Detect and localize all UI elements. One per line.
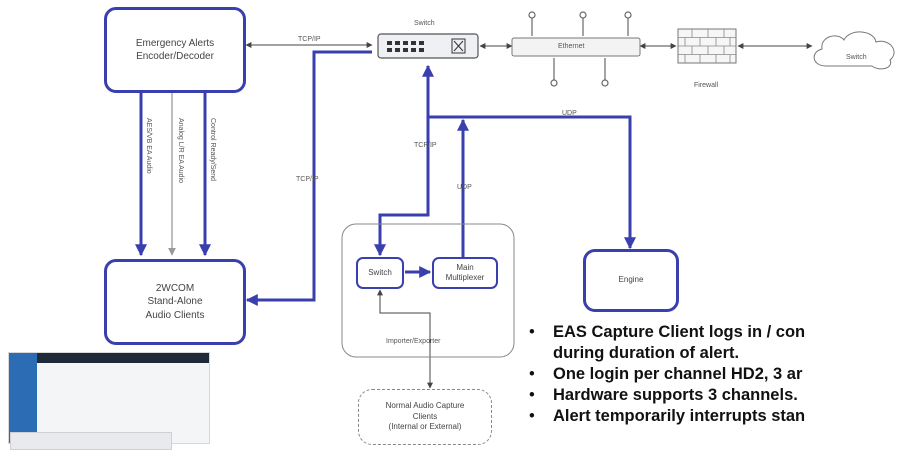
eas-encoder-box: Emergency Alerts Encoder/Decoder <box>104 7 246 93</box>
engine-box: Engine <box>583 249 679 312</box>
tcpip-left-label: TCP/IP <box>296 176 319 183</box>
bullet-dot: • <box>529 386 535 404</box>
wcom-clients-box: 2WCOM Stand-Alone Audio Clients <box>104 259 246 345</box>
edge-switch-to-normal-audio <box>377 289 433 389</box>
udp-right-label: UDP <box>562 110 577 117</box>
screenshot-thumbnail-2 <box>10 432 172 450</box>
udp-center-label: UDP <box>457 184 472 191</box>
analog-audio-label: Analog L/R EA Audio <box>177 118 184 183</box>
importer-exporter-region <box>341 223 515 358</box>
bullet-item: •Alert temporarily interrupts stan <box>529 407 806 425</box>
normal-audio-label: Normal Audio Capture Clients (Internal o… <box>385 401 465 432</box>
control-ready-label: Control Ready/Send <box>209 118 216 182</box>
bullet-item: •Hardware supports 3 channels. <box>529 386 798 404</box>
ethernet-bus <box>511 37 641 57</box>
edge-tcpip-to-wcom <box>245 50 372 306</box>
cloud-icon <box>813 31 895 70</box>
switch-uplink-port <box>451 38 466 54</box>
bullet-dot: • <box>529 407 535 425</box>
ethernet-label: Ethernet <box>558 43 585 50</box>
importer-exporter-label: Importer/Exporter <box>386 338 441 345</box>
thumbnail-header <box>37 353 209 363</box>
edge-udp-to-engine <box>428 115 636 250</box>
edge-switch-to-inner-switch <box>374 64 434 257</box>
main-multiplexer-box: Main Multiplexer <box>432 257 498 289</box>
firewall-label: Firewall <box>694 82 719 89</box>
thumbnail-sidebar <box>9 353 37 443</box>
switch-uplink-x <box>453 40 464 52</box>
firewall-icon <box>677 28 737 64</box>
normal-audio-box: Normal Audio Capture Clients (Internal o… <box>358 389 492 445</box>
bullet-item: •EAS Capture Client logs in / con <box>529 323 806 341</box>
bullet-dot: • <box>529 365 535 383</box>
switch-top-label: Switch <box>414 20 435 27</box>
eas-encoder-label: Emergency Alerts Encoder/Decoder <box>135 37 215 63</box>
bullet-item: •One login per channel HD2, 3 ar <box>529 365 803 383</box>
main-multiplexer-label: Main Multiplexer <box>445 263 485 282</box>
inner-switch-label: Switch <box>368 267 392 277</box>
switch-device <box>377 33 479 59</box>
bullet-item: during duration of alert. <box>553 344 740 362</box>
ethernet-taps <box>528 11 632 87</box>
engine-label: Engine <box>618 275 644 285</box>
aes-audio-label: AES/VB EA Audio <box>145 118 152 174</box>
tcpip-center-label: TCP/IP <box>414 142 437 149</box>
screenshot-thumbnail <box>8 352 210 444</box>
switch-ports <box>387 41 424 52</box>
cloud-switch-label: Switch <box>846 54 867 61</box>
bullet-dot: • <box>529 323 535 341</box>
inner-switch-box: Switch <box>356 257 404 289</box>
bullet-list: •EAS Capture Client logs in / con during… <box>525 322 904 427</box>
wcom-clients-label: 2WCOM Stand-Alone Audio Clients <box>145 282 205 321</box>
tcpip-top-label: TCP/IP <box>298 36 321 43</box>
